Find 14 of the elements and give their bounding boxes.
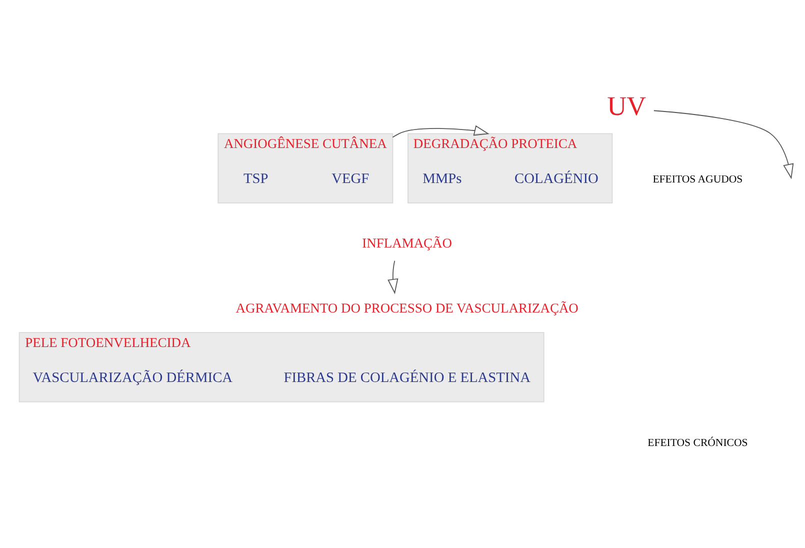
arrow <box>653 110 794 179</box>
node-text: FIBRAS DE COLAGÉNIO E ELASTINA <box>284 369 530 386</box>
arrow <box>388 260 398 294</box>
node-text: AGRAVAMENTO DO PROCESSO DE VASCULARIZAÇÃO <box>236 300 578 315</box>
node-text: INFLAMAÇÃO <box>362 235 452 250</box>
label: EFEITOS AGUDOS <box>652 172 743 185</box>
node-text: MMPs <box>422 170 462 186</box>
arrow <box>392 124 490 138</box>
label: EFEITOS CRÓNICOS <box>648 436 748 448</box>
node-text: COLAGÉNIO <box>514 170 598 186</box>
node-text: VEGF <box>332 170 370 186</box>
node-text: UV <box>607 90 646 120</box>
node-text: VASCULARIZAÇÃO DÉRMICA <box>32 369 233 386</box>
node-text: TSP <box>244 170 268 186</box>
